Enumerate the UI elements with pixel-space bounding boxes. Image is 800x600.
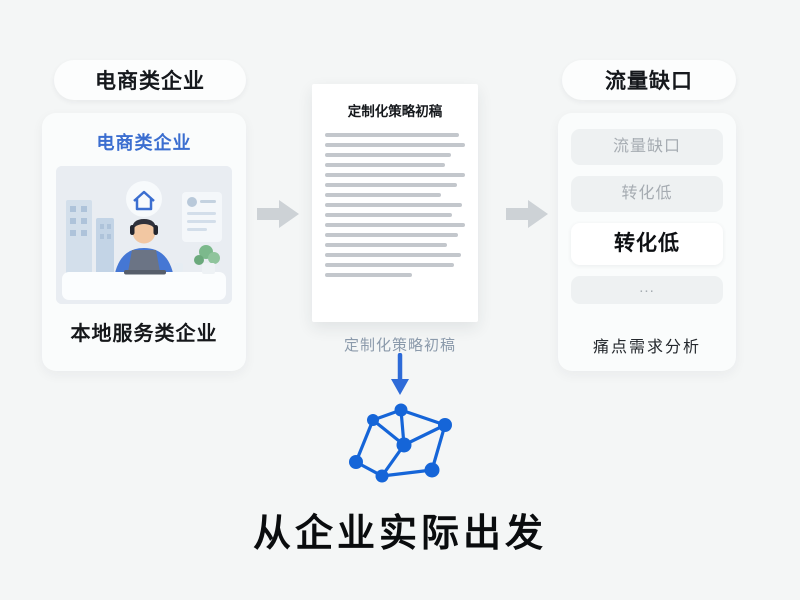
arrow-right-icon: [506, 200, 548, 228]
document-text-line: [325, 253, 461, 257]
office-worker-illustration: [56, 166, 232, 304]
enterprise-card-title: 电商类企业: [96, 133, 192, 153]
document-text-line: [325, 173, 465, 177]
pain-point-item: 转化低: [571, 176, 723, 212]
pain-point-list: 流量缺口转化低转化低...: [571, 129, 723, 315]
footer-title: 从企业实际出发: [252, 513, 547, 555]
document-text-line: [325, 153, 451, 157]
pain-point-item: ...: [571, 276, 723, 304]
ecommerce-pill-label: 电商类企业: [95, 70, 205, 93]
document-title: 定制化策略初稿: [347, 104, 443, 119]
document-caption: 定制化策略初稿: [343, 337, 456, 354]
enterprise-card-caption: 本地服务类企业: [70, 323, 218, 345]
pain-point-item: 转化低: [571, 223, 723, 265]
strategy-document: 定制化策略初稿: [312, 84, 478, 322]
document-text-line: [325, 163, 446, 167]
document-text-line: [325, 213, 453, 217]
document-text-line: [325, 203, 463, 207]
document-text-line: [325, 133, 460, 137]
document-lines: [325, 133, 465, 277]
document-text-line: [325, 193, 442, 197]
document-text-line: [325, 263, 454, 267]
pain-point-item: 流量缺口: [571, 129, 723, 165]
pain-point-card: 流量缺口转化低转化低... 痛点需求分析: [558, 113, 736, 371]
document-text-line: [325, 233, 458, 237]
traffic-gap-pill: 流量缺口: [562, 60, 736, 100]
document-text-line: [325, 273, 412, 277]
ecommerce-pill: 电商类企业: [54, 60, 246, 100]
arrow-down-icon: [391, 353, 409, 395]
document-text-line: [325, 223, 465, 227]
traffic-gap-pill-label: 流量缺口: [605, 70, 693, 93]
document-text-line: [325, 183, 457, 187]
pain-point-caption: 痛点需求分析: [592, 339, 701, 356]
arrow-right-icon: [257, 200, 299, 228]
document-text-line: [325, 143, 465, 147]
network-graph-icon: [349, 403, 452, 483]
document-text-line: [325, 243, 447, 247]
enterprise-card: 电商类企业: [42, 113, 246, 371]
office-worker-illustration-svg: [56, 166, 232, 304]
